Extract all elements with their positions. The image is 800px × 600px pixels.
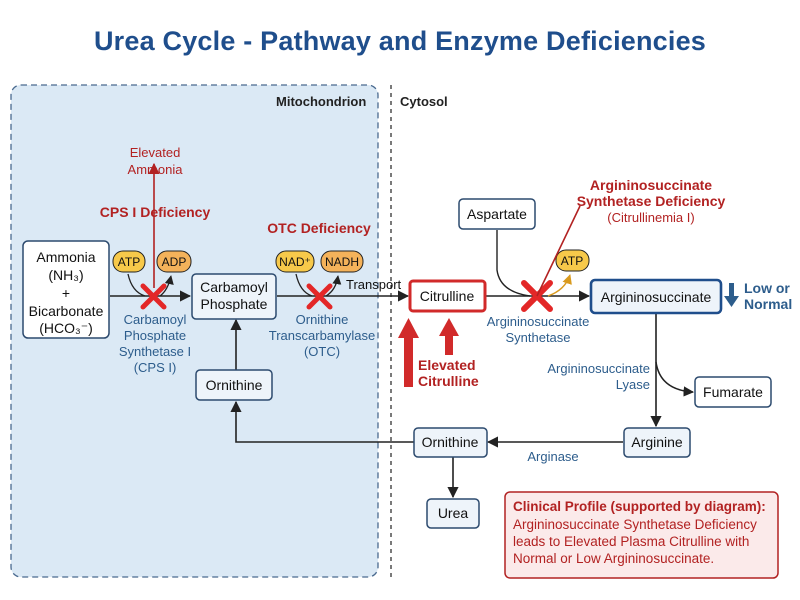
elevated-ammonia-label: Elevated Ammonia [128, 145, 184, 177]
cofactor-atp-2: ATP [555, 249, 590, 272]
elevated-citrulline-line-1: Elevated [418, 357, 476, 373]
cps-deficiency-label: CPS I Deficiency [100, 204, 211, 220]
adp-label: ADP [162, 255, 187, 269]
cofactor-nad: NAD⁺ [275, 250, 315, 273]
otc-line-2: Transcarbamylase [269, 328, 375, 343]
page-title: Urea Cycle - Pathway and Enzyme Deficien… [93, 26, 707, 56]
node-argininosuccinate: Argininosuccinate [589, 278, 723, 315]
fumarate-label: Fumarate [703, 384, 763, 400]
enzyme-arginase: Arginase [527, 449, 578, 464]
citrullinemia-label: (Citrullinemia I) [607, 210, 694, 225]
enzyme-asl: Argininosuccinate Lyase [547, 361, 650, 392]
low-normal-line-2: Normal [744, 296, 792, 312]
ass-deficiency-pointer [536, 205, 581, 297]
node-ornithine-mitochondrion: Ornithine [195, 369, 273, 401]
low-normal-label: Low or Normal [744, 280, 792, 312]
arrow-to-fumarate [655, 361, 695, 397]
ammonia-line-2: (NH₃) [48, 267, 83, 283]
mitochondrion-label: Mitochondrion [276, 94, 366, 109]
cps1-line-3: Synthetase I [119, 344, 191, 359]
ammonia-line-3: + [62, 285, 70, 301]
cofactor-adp: ADP [156, 250, 192, 273]
low-normal-line-1: Low or [744, 280, 790, 296]
node-fumarate: Fumarate [694, 376, 772, 408]
node-urea: Urea [426, 498, 480, 529]
ornithine-cyto-label: Ornithine [422, 434, 479, 450]
atp-2-label: ATP [561, 254, 583, 268]
clinical-profile-line-1: Argininosuccinate Synthetase Deficiency [513, 517, 757, 532]
mitochondrion-compartment [10, 84, 379, 578]
node-carbamoyl-phosphate: Carbamoyl Phosphate [191, 273, 277, 320]
node-ornithine-cytosol: Ornithine [413, 427, 488, 458]
carbamoyl-line-1: Carbamoyl [200, 279, 268, 295]
arrow-ornithine-transport [230, 400, 414, 443]
otc-deficiency-label: OTC Deficiency [267, 220, 371, 236]
atp-entry-arrow [127, 273, 146, 297]
ass-deficiency-label: Argininosuccinate Synthetase Deficiency … [577, 177, 726, 225]
asl-line-1: Argininosuccinate [547, 361, 650, 376]
cps1-line-2: Phosphate [124, 328, 186, 343]
otc-line-1: Ornithine [296, 312, 349, 327]
enzyme-cps1: Carbamoyl Phosphate Synthetase I (CPS I) [119, 312, 191, 375]
enzyme-ass: Argininosuccinate Synthetase [487, 314, 590, 345]
elevated-ammonia-line-2: Ammonia [128, 162, 184, 177]
cps1-line-4: (CPS I) [134, 360, 177, 375]
adp-exit-arrow [159, 275, 174, 297]
node-citrulline: Citrulline [408, 279, 487, 313]
aspartate-entry-arrow [496, 230, 531, 297]
ammonia-line-5: (HCO₃⁻) [39, 320, 93, 336]
transport-label: Transport [346, 277, 402, 292]
clinical-profile-line-3: Normal or Low Argininosuccinate. [513, 551, 714, 566]
node-aspartate: Aspartate [458, 198, 536, 230]
clinical-profile-box: Clinical Profile (supported by diagram):… [504, 491, 779, 579]
atp-1-label: ATP [118, 255, 140, 269]
cofactor-nadh: NADH [320, 250, 364, 273]
cps1-block-x-icon [140, 283, 167, 310]
citrulline-label: Citrulline [420, 288, 475, 304]
nadh-exit-arrow [325, 275, 342, 297]
ass-deficiency-line-2: Synthetase Deficiency [577, 193, 726, 209]
arginine-label: Arginine [631, 434, 683, 450]
clinical-profile-line-2: leads to Elevated Plasma Citrulline with [513, 534, 749, 549]
cofactor-atp-1: ATP [112, 250, 146, 273]
node-arginine: Arginine [623, 427, 691, 458]
carbamoyl-line-2: Phosphate [201, 296, 268, 312]
cytosol-label: Cytosol [400, 94, 448, 109]
enzyme-otc: Ornithine Transcarbamylase (OTC) [269, 312, 375, 359]
cps1-line-1: Carbamoyl [124, 312, 187, 327]
elevated-citrulline-up-arrow-icon [398, 318, 459, 387]
argininosuccinate-label: Argininosuccinate [601, 289, 712, 305]
nad-entry-arrow [295, 273, 313, 297]
node-ammonia-bicarbonate: Ammonia (NH₃) + Bicarbonate (HCO₃⁻) [22, 240, 110, 339]
elevated-citrulline-label: Elevated Citrulline [418, 357, 479, 389]
nadh-label: NADH [325, 255, 359, 269]
elevated-ammonia-line-1: Elevated [130, 145, 181, 160]
ass-line-2: Synthetase [505, 330, 570, 345]
ornithine-mito-label: Ornithine [206, 377, 263, 393]
asl-line-2: Lyase [616, 377, 650, 392]
otc-line-3: (OTC) [304, 344, 340, 359]
clinical-profile-heading: Clinical Profile (supported by diagram): [513, 499, 766, 514]
atp-exit-arrow [547, 274, 572, 297]
urea-label: Urea [438, 505, 469, 521]
nad-label: NAD⁺ [279, 255, 311, 269]
otc-block-x-icon [306, 283, 333, 310]
ass-line-1: Argininosuccinate [487, 314, 590, 329]
ammonia-line-1: Ammonia [36, 249, 95, 265]
aspartate-label: Aspartate [467, 206, 527, 222]
low-normal-down-arrow-icon [724, 283, 739, 307]
ammonia-line-4: Bicarbonate [29, 303, 104, 319]
elevated-citrulline-line-2: Citrulline [418, 373, 479, 389]
ass-deficiency-line-1: Argininosuccinate [590, 177, 712, 193]
